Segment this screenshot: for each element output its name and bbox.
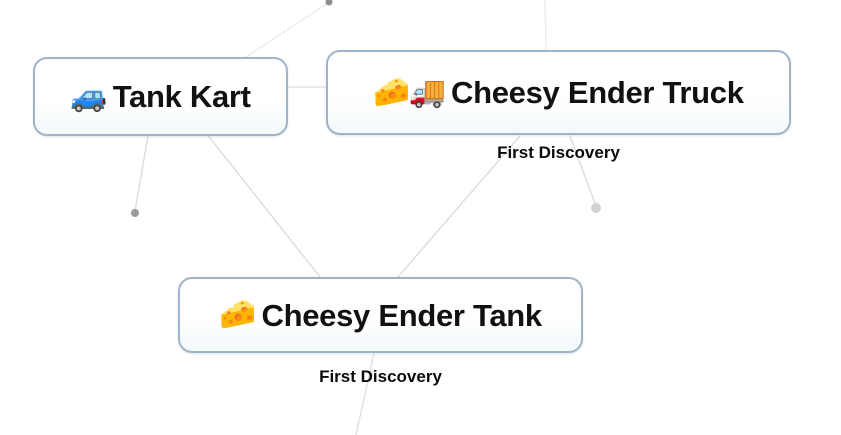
endpoint-dot-top[interactable] — [325, 0, 333, 6]
node-cheesy-ender-tank[interactable]: 🧀 Cheesy Ender Tank — [178, 277, 583, 353]
cheese-wedge-icon: 🧀 — [219, 298, 256, 331]
node-label: Cheesy Ender Tank — [261, 297, 543, 333]
node-label: Tank Kart — [112, 79, 251, 114]
edge-cheesy-tank-to-offscreen-bottom — [355, 352, 375, 435]
edge-cheesy-truck-to-offscreen-top — [544, 0, 547, 51]
endpoint-dot-right[interactable] — [591, 203, 601, 213]
edge-tank-kart-to-endpoint-left — [134, 135, 149, 212]
cheese-wedge-and-delivery-truck-icon: 🧀🚚 — [373, 75, 446, 109]
edge-tank-kart-to-offscreen-top-dot — [245, 2, 329, 58]
edge-tank-kart-to-cheesy-tank — [205, 132, 321, 278]
first-discovery-badge-cheesy-ender-truck: First Discovery — [497, 143, 620, 162]
first-discovery-badge-cheesy-ender-tank: First Discovery — [319, 367, 442, 386]
node-tank-kart[interactable]: 🚙 Tank Kart — [33, 57, 288, 136]
node-label: Cheesy Ender Truck — [451, 75, 744, 110]
node-cheesy-ender-truck[interactable]: 🧀🚚 Cheesy Ender Truck — [326, 50, 791, 135]
endpoint-dot-left[interactable] — [131, 209, 139, 217]
pickup-truck-icon: 🚙 — [70, 79, 107, 113]
